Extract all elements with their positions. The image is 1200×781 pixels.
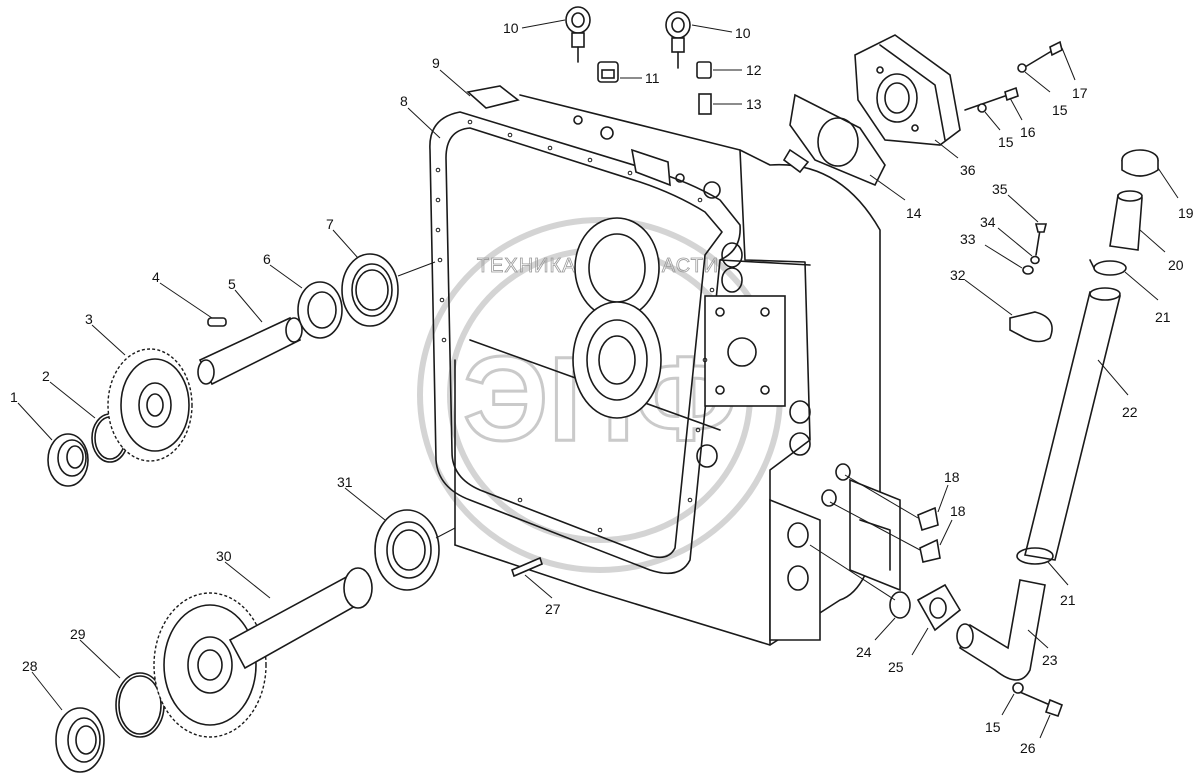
washer-34 <box>1030 255 1040 265</box>
bolt-35 <box>1034 223 1048 256</box>
callout-28: 28 <box>22 658 38 674</box>
callout-19: 19 <box>1178 205 1194 221</box>
callout-25: 25 <box>888 659 904 675</box>
cap-19 <box>1121 149 1159 177</box>
callout-17: 17 <box>1072 85 1088 101</box>
sleeve-13 <box>698 93 712 115</box>
eyebolt-left <box>565 6 591 63</box>
callout-29: 29 <box>70 626 86 642</box>
callout-36: 36 <box>960 162 976 178</box>
eyebolt-right <box>665 11 691 69</box>
callout-5: 5 <box>228 276 236 292</box>
callout-23: 23 <box>1042 652 1058 668</box>
bearing-1 <box>47 433 89 487</box>
callout-10-left: 10 <box>503 20 519 36</box>
shaft-5 <box>197 316 303 386</box>
gasket-14 <box>789 93 886 187</box>
plug-18-top <box>917 506 939 532</box>
bolt-26 <box>1012 682 1064 718</box>
callout-7: 7 <box>326 216 334 232</box>
callout-8: 8 <box>400 93 408 109</box>
callout-12: 12 <box>746 62 762 78</box>
plug-18-bottom <box>919 538 941 563</box>
pump-36 <box>854 34 961 146</box>
callout-34: 34 <box>980 214 996 230</box>
callout-13: 13 <box>746 96 762 112</box>
plug-12 <box>696 61 712 79</box>
callout-4: 4 <box>152 269 160 285</box>
bearing-6 <box>297 281 343 339</box>
callout-26: 26 <box>1020 740 1036 756</box>
callout-layer: 1 2 3 4 5 6 7 8 9 10 10 11 12 <box>10 19 1194 756</box>
callout-15-bottom: 15 <box>985 719 1001 735</box>
clamp-21-top <box>1089 259 1127 276</box>
callout-21-bottom: 21 <box>1060 592 1076 608</box>
callout-1: 1 <box>10 389 18 405</box>
bearing-7 <box>341 253 399 327</box>
o-ring-24 <box>889 591 911 619</box>
callout-18-bottom: 18 <box>950 503 966 519</box>
callout-10-right: 10 <box>735 25 751 41</box>
clamp-21-bottom <box>1016 547 1054 565</box>
elbow-23 <box>956 579 1046 681</box>
callout-32: 32 <box>950 267 966 283</box>
key-4 <box>207 317 227 327</box>
callout-30: 30 <box>216 548 232 564</box>
pin-27 <box>511 556 543 578</box>
gear-3 <box>107 348 193 462</box>
callout-2: 2 <box>42 368 50 384</box>
bolt-16 <box>964 86 1019 113</box>
callout-16: 16 <box>1020 124 1036 140</box>
bearing-28 <box>55 707 105 773</box>
callout-18-top: 18 <box>944 469 960 485</box>
callout-33: 33 <box>960 231 976 247</box>
callout-35: 35 <box>992 181 1008 197</box>
callout-14: 14 <box>906 205 922 221</box>
bearing-31 <box>374 509 440 591</box>
filler-neck-20 <box>1109 190 1143 251</box>
tube-22 <box>1024 287 1121 561</box>
transmission-housing <box>429 85 901 646</box>
gear-30 <box>153 567 373 738</box>
bracket-32 <box>1009 311 1053 343</box>
plug-11 <box>597 61 619 83</box>
callout-21-top: 21 <box>1155 309 1171 325</box>
callout-22: 22 <box>1122 404 1138 420</box>
callout-20: 20 <box>1168 257 1184 273</box>
flange-25 <box>916 583 962 632</box>
callout-31: 31 <box>337 474 353 490</box>
washer-33 <box>1022 265 1034 275</box>
callout-15-mid: 15 <box>998 134 1014 150</box>
callout-15-top: 15 <box>1052 102 1068 118</box>
bolt-17 <box>1017 40 1063 73</box>
callout-27: 27 <box>545 601 561 617</box>
callout-9: 9 <box>432 55 440 71</box>
callout-24: 24 <box>856 644 872 660</box>
callout-6: 6 <box>263 251 271 267</box>
callout-11: 11 <box>645 70 660 86</box>
callout-3: 3 <box>85 311 93 327</box>
